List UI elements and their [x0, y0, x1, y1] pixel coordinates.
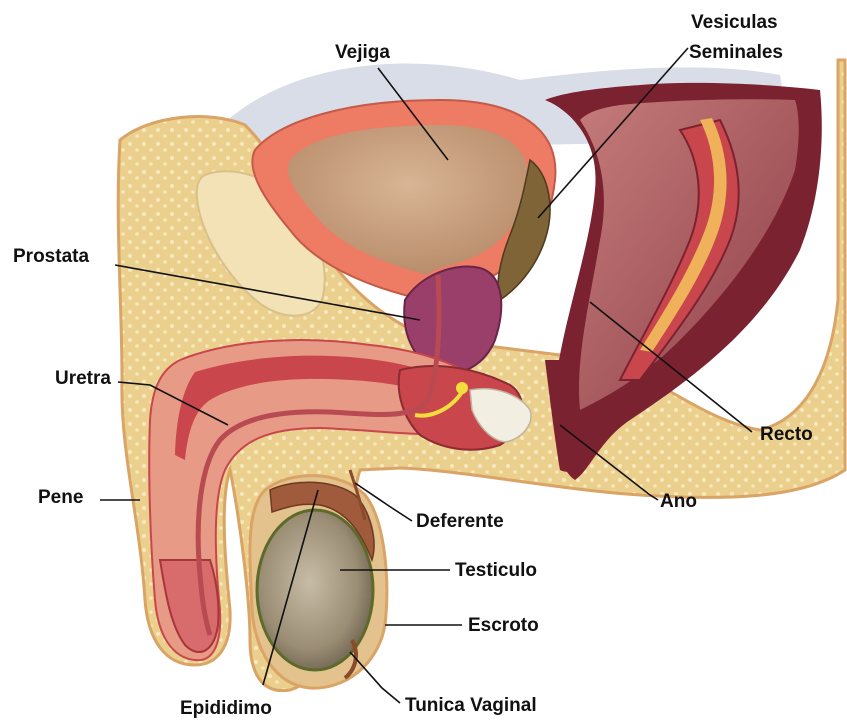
label-pene: Pene	[38, 487, 83, 508]
scrotum	[250, 470, 387, 688]
label-vesiculas-1: Vesiculas	[691, 12, 778, 33]
label-ano: Ano	[660, 491, 697, 512]
label-deferente: Deferente	[416, 511, 504, 532]
label-testiculo: Testiculo	[455, 560, 537, 581]
label-escroto: Escroto	[468, 615, 539, 636]
label-prostata: Prostata	[13, 246, 89, 267]
label-tunica-vaginal: Tunica Vaginal	[405, 695, 537, 716]
label-recto: Recto	[760, 424, 813, 445]
cowper-gland	[456, 382, 468, 394]
label-epididimo: Epididimo	[180, 698, 272, 719]
label-vejiga: Vejiga	[335, 42, 390, 63]
leader-tunica	[350, 652, 400, 703]
label-vesiculas-2: Seminales	[689, 42, 783, 63]
label-uretra: Uretra	[55, 368, 111, 389]
